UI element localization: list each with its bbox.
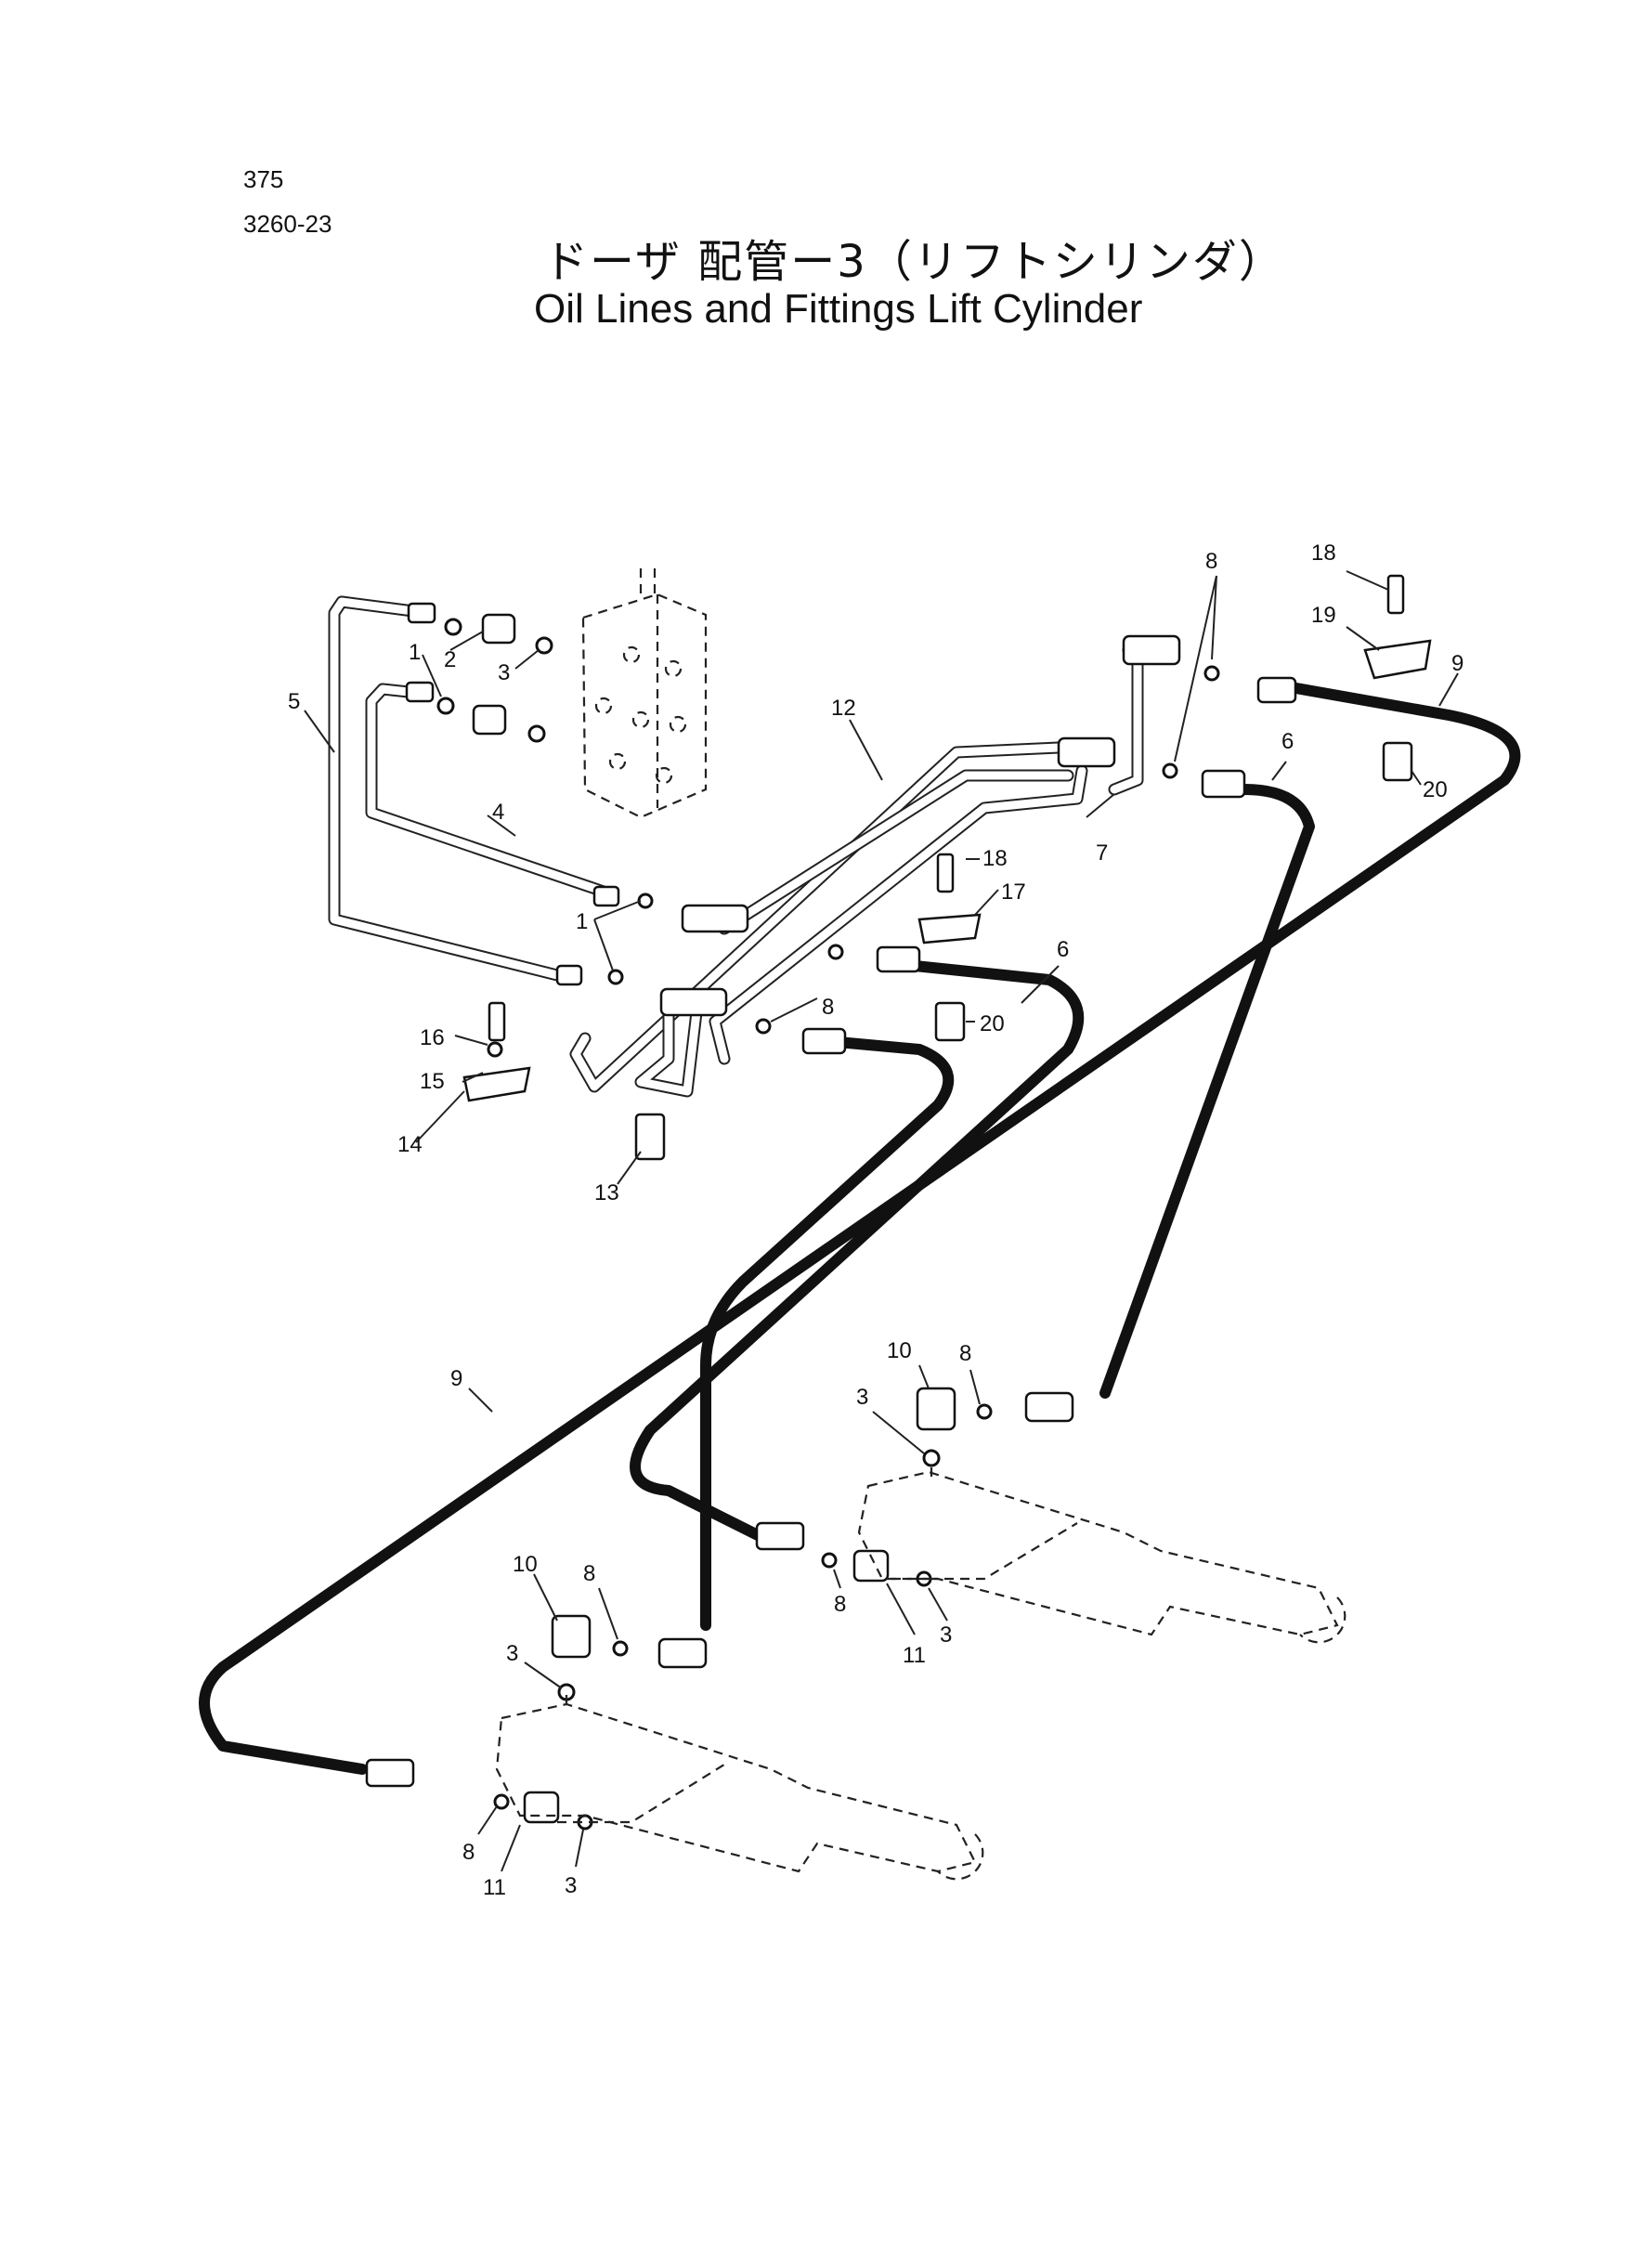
callout-2: 2 bbox=[444, 647, 456, 672]
callout-9: 9 bbox=[1451, 651, 1463, 676]
callout-3: 3 bbox=[565, 1873, 577, 1898]
control-valve bbox=[581, 568, 708, 819]
callout-18: 18 bbox=[1311, 541, 1336, 566]
callout-16: 16 bbox=[420, 1025, 445, 1050]
callout-1: 1 bbox=[576, 909, 588, 934]
callout-3: 3 bbox=[940, 1622, 952, 1648]
callout-8: 8 bbox=[959, 1341, 971, 1366]
callout-labels: 1 2 3 4 5 12 1 16 15 14 13 18 17 6 8 20 … bbox=[288, 541, 1463, 1900]
callout-5: 5 bbox=[288, 689, 300, 714]
lift-cylinders bbox=[495, 1463, 1346, 1881]
callout-13: 13 bbox=[594, 1180, 619, 1205]
hoses bbox=[199, 682, 1521, 1775]
callout-9: 9 bbox=[450, 1366, 462, 1391]
callout-19: 19 bbox=[1311, 603, 1336, 628]
callout-11: 11 bbox=[483, 1875, 506, 1900]
callout-8: 8 bbox=[834, 1592, 846, 1617]
callout-6: 6 bbox=[1057, 937, 1069, 962]
callout-12: 12 bbox=[831, 696, 856, 721]
callout-3: 3 bbox=[498, 660, 510, 685]
callout-15: 15 bbox=[420, 1069, 445, 1094]
callout-6: 6 bbox=[1281, 729, 1294, 754]
fittings bbox=[365, 574, 1432, 1831]
callout-17: 17 bbox=[1001, 879, 1026, 905]
steel-tubes bbox=[328, 595, 1144, 1098]
callout-20: 20 bbox=[1423, 777, 1448, 802]
callout-1: 1 bbox=[409, 640, 421, 665]
callout-18: 18 bbox=[982, 846, 1008, 871]
callout-10: 10 bbox=[513, 1552, 538, 1577]
callout-8: 8 bbox=[1205, 549, 1217, 574]
callout-8: 8 bbox=[583, 1561, 595, 1586]
callout-8: 8 bbox=[822, 995, 834, 1020]
callout-14: 14 bbox=[397, 1132, 423, 1157]
callout-20: 20 bbox=[980, 1011, 1005, 1036]
callout-3: 3 bbox=[506, 1641, 518, 1666]
title-english: Oil Lines and Fittings Lift Cylinder bbox=[534, 286, 1143, 332]
title-japanese: ドーザ 配管ー3（リフトシリンダ） bbox=[543, 236, 1285, 288]
diagram-code: 3260-23 bbox=[243, 210, 332, 238]
callout-10: 10 bbox=[887, 1338, 912, 1363]
leader-lines bbox=[304, 570, 1459, 1872]
callout-7: 7 bbox=[1096, 840, 1108, 866]
callout-4: 4 bbox=[492, 800, 504, 825]
callout-8: 8 bbox=[462, 1840, 475, 1865]
page-number: 375 bbox=[243, 165, 284, 193]
callout-3: 3 bbox=[856, 1385, 868, 1410]
callout-11: 11 bbox=[903, 1643, 926, 1668]
